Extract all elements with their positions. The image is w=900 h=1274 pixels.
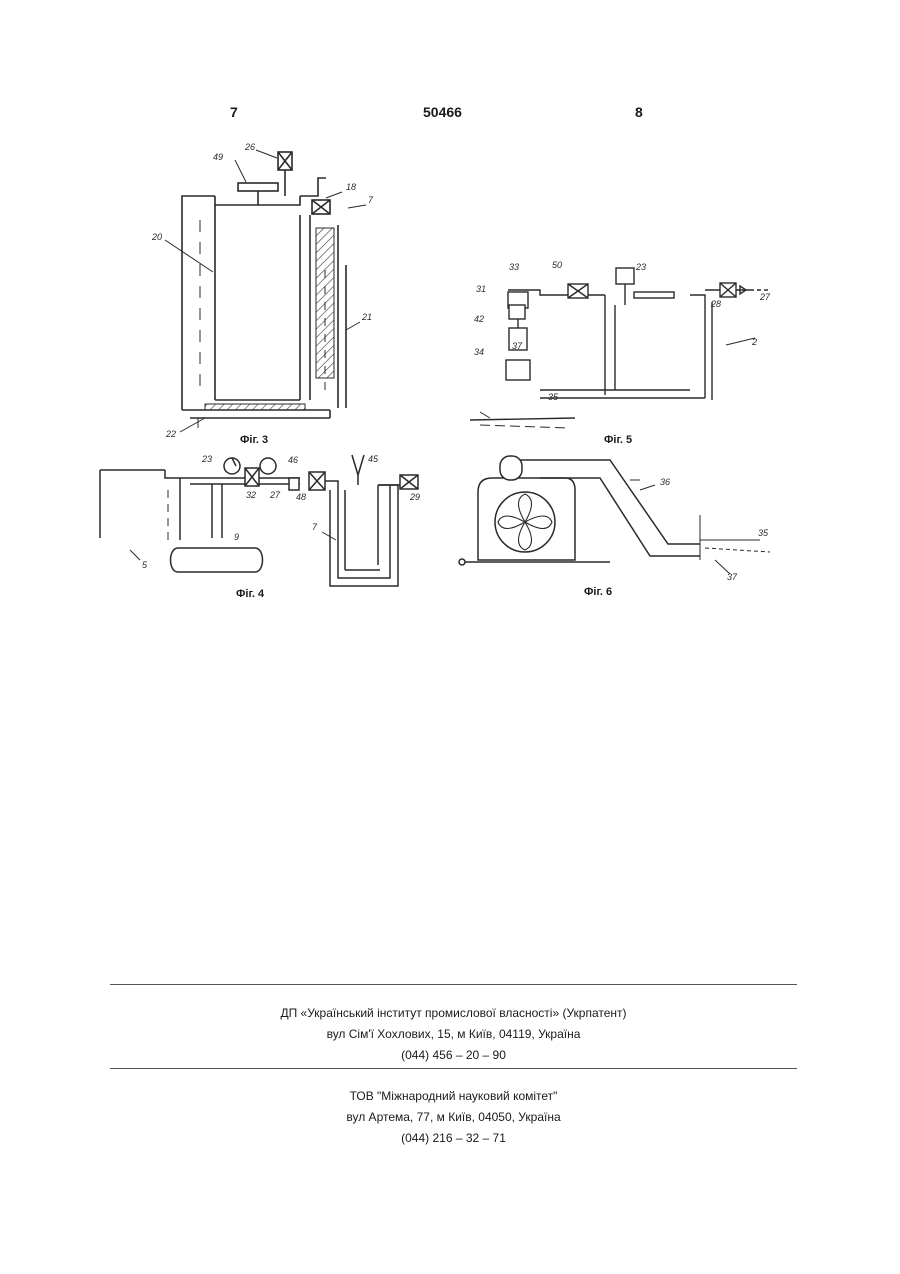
label-48: 48: [296, 492, 306, 502]
label-23b: 23: [635, 262, 646, 272]
publisher-name: ДП «Український інститут промислової вла…: [110, 1003, 797, 1024]
label-34: 34: [474, 347, 484, 357]
label-2: 2: [751, 337, 757, 347]
label-5: 5: [142, 560, 148, 570]
publisher-phone: (044) 456 – 20 – 90: [110, 1045, 797, 1066]
printer-name: ТОВ "Міжнародний науковий комітет": [110, 1086, 797, 1107]
label-32: 32: [246, 490, 256, 500]
publisher-block: ДП «Український інститут промислової вла…: [110, 1003, 797, 1066]
label-29: 29: [409, 492, 420, 502]
label-31: 31: [476, 284, 486, 294]
label-9: 9: [234, 532, 239, 542]
label-28: 28: [710, 299, 721, 309]
caption-fig-6: Фіг. 6: [584, 586, 612, 598]
label-50: 50: [552, 260, 562, 270]
label-7b: 7: [312, 522, 318, 532]
footer-divider-bottom: [110, 1068, 797, 1069]
label-46: 46: [288, 455, 298, 465]
figures-drawing: 20 26 49 18 7 21 22 Фіг. 3: [0, 0, 900, 620]
publisher-address: вул Сім'ї Хохлових, 15, м Київ, 04119, У…: [110, 1024, 797, 1045]
label-26: 26: [244, 142, 255, 152]
label-27: 27: [269, 490, 281, 500]
figure-6: [459, 456, 770, 574]
printer-address: вул Артема, 77, м Київ, 04050, Україна: [110, 1107, 797, 1128]
label-22: 22: [165, 429, 176, 439]
label-42: 42: [474, 314, 484, 324]
label-18: 18: [346, 182, 356, 192]
label-36: 36: [660, 477, 670, 487]
caption-fig-5: Фіг. 5: [604, 434, 632, 446]
printer-phone: (044) 216 – 32 – 71: [110, 1128, 797, 1149]
label-37: 37: [512, 341, 523, 351]
caption-fig-3: Фіг. 3: [240, 434, 268, 446]
label-27b: 27: [759, 292, 771, 302]
label-33: 33: [509, 262, 519, 272]
label-35: 35: [548, 392, 559, 402]
label-23: 23: [201, 454, 212, 464]
label-20: 20: [151, 232, 162, 242]
label-21: 21: [361, 312, 372, 322]
label-35b: 35: [758, 528, 769, 538]
figure-3: [165, 150, 366, 432]
figure-4: [100, 455, 418, 586]
label-45: 45: [368, 454, 379, 464]
footer-divider-top: [110, 984, 797, 985]
figure-6-labels: 36 35 37: [660, 477, 769, 582]
label-7: 7: [368, 195, 374, 205]
printer-block: ТОВ "Міжнародний науковий комітет" вул А…: [110, 1086, 797, 1149]
caption-fig-4: Фіг. 4: [236, 588, 265, 600]
label-37b: 37: [727, 572, 738, 582]
label-49: 49: [213, 152, 223, 162]
